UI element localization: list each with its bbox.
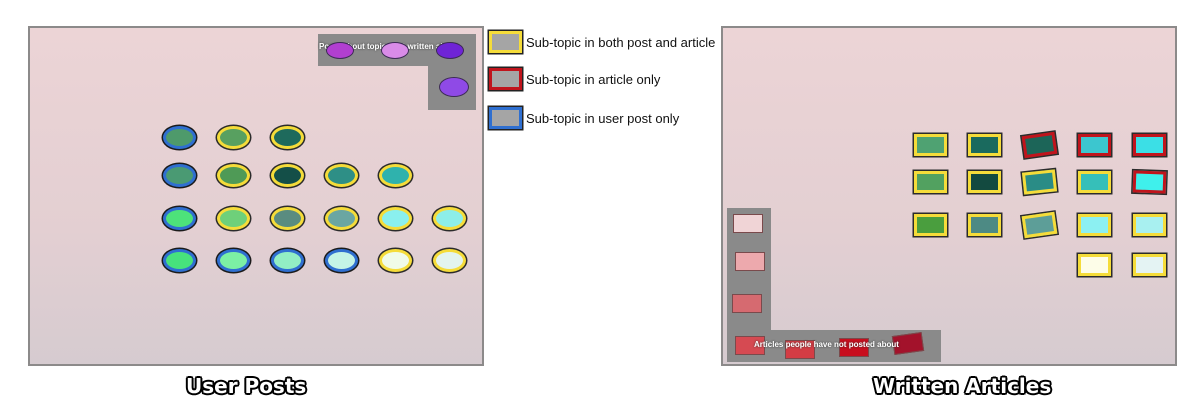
article-subtopic-rect [1021,211,1058,239]
post-subtopic-oval [325,249,358,272]
post-subtopic-oval [433,207,466,230]
post-subtopic-oval [379,249,412,272]
unmatched-article-rect [733,214,763,233]
article-subtopic-rect [968,171,1001,193]
unmatched-post-oval [381,42,409,59]
article-subtopic-rect [968,214,1001,236]
article-subtopic-rect [1021,131,1058,159]
post-subtopic-oval [325,164,358,187]
article-subtopic-rect [1021,169,1058,195]
article-subtopic-rect [1078,254,1111,276]
post-subtopic-oval [163,164,196,187]
article-subtopic-rect [1133,134,1166,156]
unmatched-article-rect [735,336,765,355]
article-subtopic-rect [1078,134,1111,156]
unmatched-article-rect [735,252,765,271]
legend-label: Sub-topic in user post only [526,110,680,126]
post-subtopic-oval [217,164,250,187]
user-posts-panel: Posts about topics not written about [28,26,484,366]
article-subtopic-rect [1132,170,1167,194]
legend-item-post-only: Sub-topic in user post only [489,105,679,131]
user-posts-caption: User Posts [186,374,307,398]
post-subtopic-oval [433,249,466,272]
legend-label: Sub-topic in both post and article [526,34,716,50]
legend-item-both: Sub-topic in both post and article [489,29,715,55]
post-subtopic-oval [163,126,196,149]
post-subtopic-oval [379,164,412,187]
article-subtopic-rect [1133,214,1166,236]
post-subtopic-oval [163,207,196,230]
unmatched-article-rect [839,338,869,357]
post-subtopic-oval [271,207,304,230]
post-subtopic-oval [217,126,250,149]
article-subtopic-rect [1078,214,1111,236]
post-subtopic-oval [271,249,304,272]
article-subtopic-rect [968,134,1001,156]
written-articles-panel: Articles people have not posted about [721,26,1177,366]
legend-swatch-red [489,68,522,90]
post-subtopic-oval [271,164,304,187]
legend-swatch-yellow [489,31,522,53]
post-subtopic-oval [271,126,304,149]
legend-item-article-only: Sub-topic in article only [489,66,660,92]
article-subtopic-rect [914,134,947,156]
article-subtopic-rect [914,214,947,236]
unmatched-post-oval [326,42,354,59]
post-subtopic-oval [379,207,412,230]
unmatched-post-oval [439,77,469,97]
legend-label: Sub-topic in article only [526,71,661,87]
post-subtopic-oval [217,249,250,272]
article-subtopic-rect [1133,254,1166,276]
unmatched-articles-label: Articles people have not posted about [754,340,899,349]
unmatched-article-rect [785,340,815,359]
post-subtopic-oval [163,249,196,272]
written-articles-caption: Written Articles [873,374,1052,398]
article-subtopic-rect [914,171,947,193]
unmatched-article-rect [732,294,762,313]
post-subtopic-oval [217,207,250,230]
article-subtopic-rect [1078,171,1111,193]
post-subtopic-oval [325,207,358,230]
unmatched-post-oval [436,42,464,59]
legend-swatch-blue [489,107,522,129]
